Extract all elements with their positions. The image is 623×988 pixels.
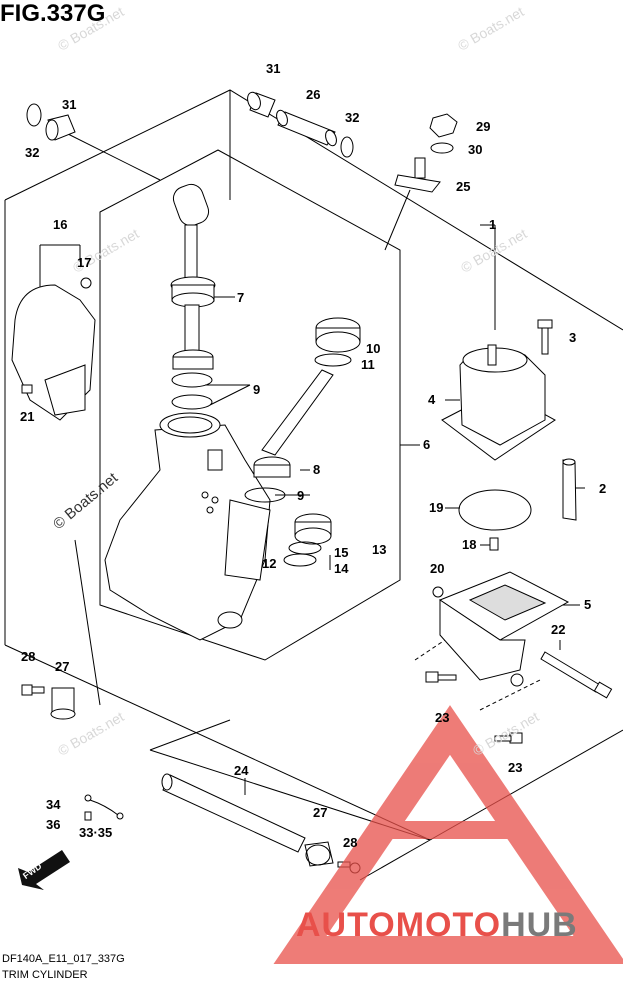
callout-34: 34 [46,797,61,812]
piston-rod [170,183,216,410]
cylinder-body [104,412,271,641]
bolt-28-left [21,684,45,696]
seal-32-right [340,136,354,158]
o-ring-19 [458,489,532,531]
pump-5 [438,571,570,687]
callout-16: 16 [53,217,68,232]
filter-2 [562,458,577,521]
callout-13: 13 [372,542,387,557]
plug-18 [489,537,499,551]
callout-27: 27 [55,659,70,674]
callout-4: 4 [428,392,436,407]
brand-part1: AUTOMOTO [296,906,502,944]
callout-28: 28 [21,649,36,664]
washer-30 [430,142,454,154]
callout-30: 30 [468,142,483,157]
pin-24 [161,773,306,853]
cover-16 [11,277,96,421]
callout-9: 9 [297,488,305,503]
callout-5: 5 [584,597,592,612]
figure-code: DF140A_E11_017_337G [2,953,125,965]
o-ring-20 [432,586,444,598]
callout-14: 14 [334,561,349,576]
callout-32: 32 [25,145,40,160]
bushing-31-left [45,114,76,141]
bushing-31-top [247,91,276,118]
callout-17: 17 [77,255,92,270]
callout-29: 29 [476,119,491,134]
callout-12: 12 [262,556,277,571]
figure-name: TRIM CYLINDER [2,969,88,981]
callout-8: 8 [313,462,321,477]
callout-28: 28 [343,835,358,850]
callout-36: 36 [46,817,61,832]
callout-31: 31 [62,97,77,112]
callout-32: 32 [345,110,360,125]
callout-33-35: 33·35 [79,825,113,840]
callout-25: 25 [456,179,471,194]
callout-19: 19 [429,500,444,515]
callout-20: 20 [430,561,445,576]
valve-25 [394,157,441,193]
callout-21: 21 [20,409,35,424]
fwd-arrow-icon [18,850,70,890]
callout-23: 23 [435,710,450,725]
nut-29 [429,113,458,138]
motor-4 [441,344,556,461]
figure-title: FIG.337G [0,0,106,27]
brand-part2: HUB [501,906,578,944]
callout-23: 23 [508,760,523,775]
bolt-22 [540,651,613,699]
callout-11: 11 [361,357,375,372]
pin-26 [276,109,337,147]
callout-9: 9 [253,382,261,397]
callout-18: 18 [462,537,477,552]
cable-34 [84,794,124,821]
bolt-3 [537,319,553,355]
callout-26: 26 [306,87,321,102]
callout-31: 31 [266,61,281,76]
callout-27: 27 [313,805,328,820]
valve-assembly-13 [283,513,332,567]
cylinder-box [99,149,401,661]
bushing-27-left [50,687,76,720]
brand-watermark: AUTOMOTOHUB [296,906,578,945]
callout-7: 7 [237,290,245,305]
callout-6: 6 [423,437,431,452]
callout-3: 3 [569,330,577,345]
bolt-23a [425,671,457,683]
callout-15: 15 [334,545,349,560]
bolt-23b [494,732,523,744]
brand-logo-triangle [273,705,623,964]
tilt-rod [244,317,361,503]
callout-1: 1 [489,217,497,232]
callout-22: 22 [551,622,566,637]
bushing-27-bottom [304,841,334,867]
seal-32-left [26,103,42,127]
callout-2: 2 [599,481,607,496]
callout-24: 24 [234,763,249,778]
callout-10: 10 [366,341,381,356]
